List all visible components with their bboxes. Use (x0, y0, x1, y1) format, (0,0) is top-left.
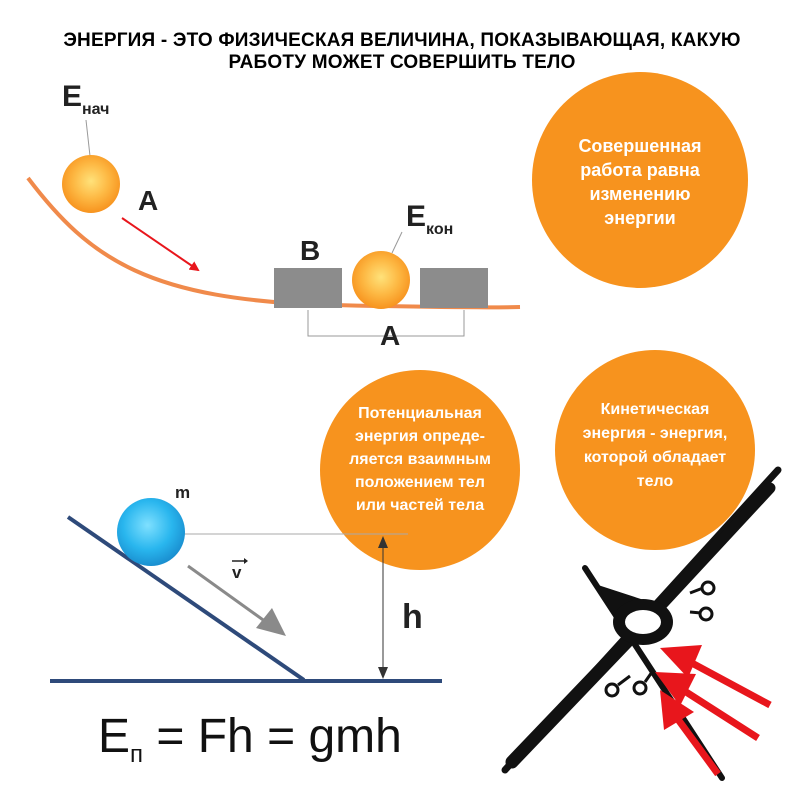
e-end-main: E (406, 200, 426, 233)
bubble-kinetic-line: которой обладает (583, 449, 727, 466)
distance-bracket (307, 310, 465, 337)
bubble-kinetic (555, 350, 755, 550)
bubble-work-line: Совершенная (578, 136, 702, 156)
velocity-arrow-head (256, 608, 286, 636)
airplane-icon (501, 466, 782, 781)
bubble-potential (320, 370, 520, 570)
formula-e-sub: п (130, 741, 143, 768)
mass-label: m (175, 483, 190, 502)
velocity-vector-tip (244, 558, 248, 564)
bubble-work-text: Совершенная работа равна изменению энерг… (540, 134, 740, 230)
work-label-bottom: A (380, 320, 400, 351)
incline-slope (66, 515, 306, 682)
formula-rest: = Fh = gmh (143, 710, 402, 763)
work-label-top: A (138, 185, 158, 216)
block-label: B (300, 235, 320, 266)
height-label: h (402, 598, 423, 636)
e-start-sub: нач (82, 101, 109, 118)
title-line-1: ЭНЕРГИЯ - ЭТО ФИЗИЧЕСКАЯ ВЕЛИЧИНА, ПОКАЗ… (63, 30, 741, 51)
bubble-kinetic-text: Кинетическая энергия - энергия, которой … (557, 398, 753, 494)
height-arrow-bottom (378, 667, 388, 679)
bubble-potential-line: или частей тела (355, 497, 485, 514)
e-end-sub: кон (426, 221, 453, 238)
bubble-work-line: изменению (589, 184, 691, 204)
velocity-label: v (232, 563, 242, 582)
roll-arrow (121, 217, 200, 272)
bubble-work-line: энергии (604, 208, 676, 228)
bubble-potential-line: Потенциальная (358, 405, 482, 422)
formula-e: E (98, 710, 130, 763)
bubble-potential-line: положением тел (355, 474, 485, 491)
bubble-potential-text: Потенциальная энергия опреде- ляется вза… (326, 402, 514, 517)
leader-line-end (391, 231, 403, 254)
title-line-2: РАБОТУ МОЖЕТ СОВЕРШИТЬ ТЕЛО (228, 52, 576, 73)
e-start-main: E (62, 80, 82, 113)
leader-line-start (85, 119, 91, 157)
block-left (274, 268, 342, 308)
height-arrow-top (378, 536, 388, 548)
bubble-work (532, 72, 748, 288)
ball-start (62, 155, 120, 213)
formula: Eп = Fh = gmh (98, 710, 402, 768)
bubble-kinetic-line: энергия - энергия, (582, 425, 728, 442)
velocity-arrow-shaft (187, 564, 267, 624)
bubble-potential-line: ляется взаимным (349, 451, 491, 468)
e-start-label: Eнач (62, 80, 109, 118)
ball-mass (117, 498, 185, 566)
bubble-kinetic-line: тело (636, 473, 674, 490)
bubble-work-line: работа равна (580, 160, 700, 180)
motion-arrows (655, 645, 772, 777)
e-end-label: Eкон (406, 200, 453, 238)
bubble-kinetic-line: Кинетическая (600, 401, 710, 418)
ball-end (352, 251, 410, 309)
block-right (420, 268, 488, 308)
bubble-potential-line: энергия опреде- (355, 428, 485, 445)
